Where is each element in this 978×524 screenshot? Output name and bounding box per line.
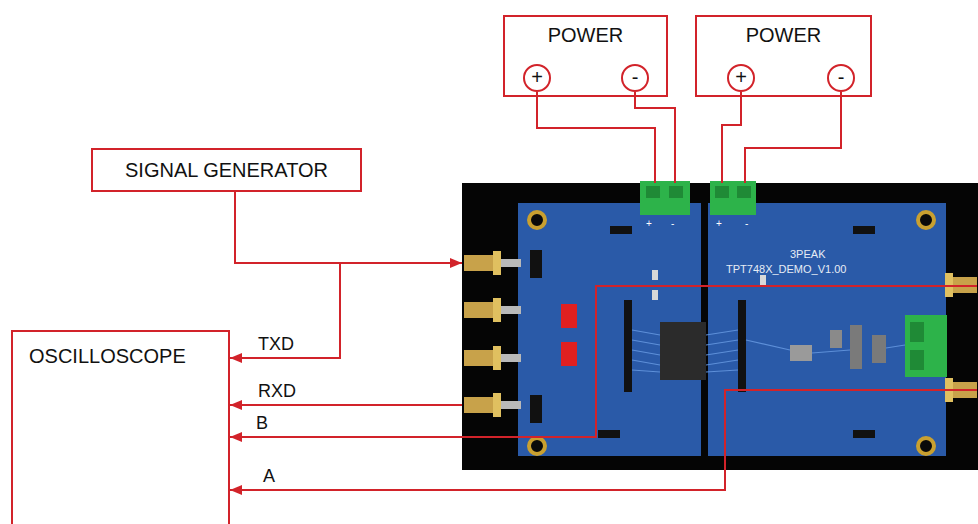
signal-wire [230,286,977,437]
silkscreen-mark: - [745,218,748,229]
box-title: POWER [548,23,624,47]
silkscreen-mark: + [716,218,722,229]
signal-name: A [261,466,277,486]
signal-wire [230,404,462,406]
box-title: OSCILLOSCOPE [29,344,186,368]
positive-terminal: + [727,64,755,92]
board-components [530,226,886,438]
terminal-sign: - [827,64,855,90]
negative-terminal: - [827,64,855,92]
signal-name: RXD [256,381,298,401]
board-frame [462,183,978,470]
box-title: POWER [746,23,822,47]
signal-name: TXD [256,334,296,354]
power-supply-box: POWER + - [695,15,872,97]
board-model: TPT748X_DEMO_V1.00 [726,263,846,275]
oscilloscope-box: OSCILLOSCOPE [11,330,230,524]
signal-wire [722,92,741,183]
signal-wire [537,92,655,183]
silkscreen-mark: - [671,218,674,229]
sma-connector [464,251,977,417]
signal-generator-box: SIGNAL GENERATOR [91,148,362,192]
terminal-sign: + [523,64,551,90]
positive-terminal: + [523,64,551,92]
mounting-hole [529,212,934,454]
terminal-sign: - [621,64,649,90]
signal-wire [230,192,340,358]
signal-wire [235,192,462,263]
board-brand: 3PEAK [790,248,825,260]
signal-name: B [254,413,270,433]
negative-terminal: - [621,64,649,92]
power-supply-box: POWER + - [503,15,668,97]
signal-wire [635,92,675,183]
signal-wire [230,390,977,490]
terminal-sign: + [727,64,755,90]
signal-wire [745,92,841,183]
box-title: SIGNAL GENERATOR [125,150,328,190]
pcb-trace [632,330,905,372]
silkscreen-mark: + [646,218,652,229]
